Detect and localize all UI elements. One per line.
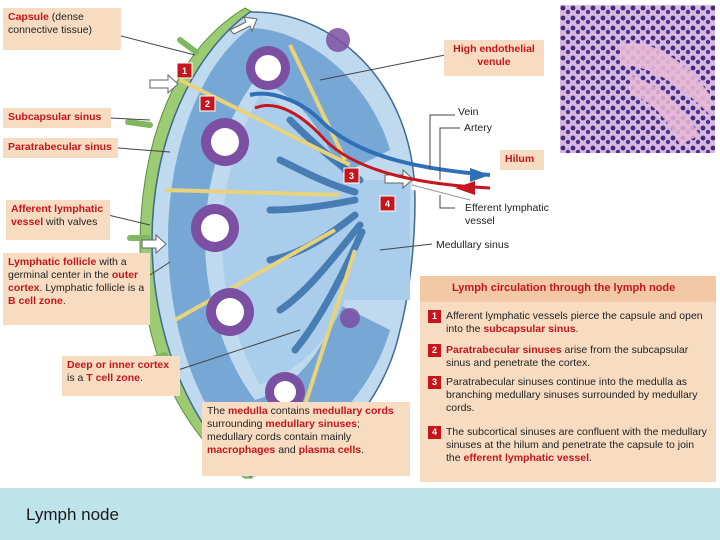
circulation-step: 4 The subcortical sinuses are confluent w… <box>428 426 708 465</box>
label-follicle-text-3: . <box>62 295 66 307</box>
label-hev-text: High endothelial venule <box>453 43 535 68</box>
label-capsule-term: Capsule <box>8 11 49 23</box>
lymph-node-illustration: 1 2 3 4 <box>89 7 491 479</box>
label-deep-text-2: . <box>139 372 143 384</box>
label-capsule: Capsule (dense connective tissue) <box>3 8 121 50</box>
label-efferent-vessel: Efferent lymphatic vessel <box>465 202 549 227</box>
marker-box-2 <box>199 95 216 112</box>
numbered-markers <box>176 62 396 212</box>
step-text-end: . <box>589 452 592 464</box>
trabeculae <box>164 44 357 421</box>
leader-lines <box>89 27 460 371</box>
label-medulla-text-4: ; medullary cords contain mainly <box>207 418 360 443</box>
lymph-node-diagram: 1 2 3 4 Capsule (dense connective tissue… <box>3 5 716 482</box>
label-capsule-desc: (dense connective tissue) <box>8 11 93 36</box>
label-medullary-sinuses: medullary sinuses <box>265 418 357 430</box>
step-term: efferent lymphatic vessel <box>463 452 589 464</box>
label-hilum-text: Hilum <box>505 153 535 165</box>
circulation-title: Lymph circulation through the lymph node <box>420 276 716 302</box>
step-number: 4 <box>428 426 441 439</box>
label-afferent-vessel-word: vessel <box>11 216 44 228</box>
label-subcapsular-sinus: Subcapsular sinus <box>3 108 111 128</box>
label-hilum: Hilum <box>500 150 544 170</box>
marker-4: 4 <box>385 199 390 209</box>
label-vein: Vein <box>458 106 479 118</box>
marker-2: 2 <box>205 99 210 109</box>
micrograph-image <box>560 5 715 153</box>
label-follicle-b-cell: B cell zone <box>8 295 63 307</box>
flow-arrows <box>141 16 414 430</box>
label-afferent-term: Afferent lymphatic <box>11 203 104 215</box>
label-deep-cortex: Deep or inner cortex is a T cell zone. <box>62 356 180 396</box>
circulation-step: 1 Afferent lymphatic vessels pierce the c… <box>428 310 708 336</box>
label-medulla: The medulla contains medullary cords sur… <box>202 402 410 476</box>
label-medullary-cords: medullary cords <box>312 405 394 417</box>
label-deep-text-1: is a <box>67 372 87 384</box>
label-medulla-term: medulla <box>228 405 268 417</box>
step-text-end: . <box>575 323 579 335</box>
label-medulla-text-3: surrounding <box>207 418 266 430</box>
histology-micrograph <box>560 5 715 153</box>
marker-box-1 <box>176 62 193 79</box>
label-follicle-text-1: with a germinal center in the <box>8 256 127 281</box>
vein-arrow <box>470 168 490 182</box>
circulation-step: 3 Paratrabecular sinuses continue into th… <box>428 376 708 415</box>
step-number: 2 <box>428 344 441 357</box>
efferent-vessel-edge <box>411 184 471 201</box>
label-follicle-text-2: . Lymphatic follicle is a <box>39 282 145 294</box>
step-text-end: arise from the subcapsular sinus and pen… <box>446 344 689 369</box>
marker-box-4 <box>379 195 396 212</box>
step-text: Paratrabecular sinuses continue into the… <box>446 376 698 414</box>
label-follicle-outer-cortex: outer cortex <box>8 269 139 294</box>
step-term: subcapsular sinus <box>483 323 576 335</box>
step-text: Afferent lymphatic vessels pierce the ca… <box>446 310 703 335</box>
label-plasma-cells: plasma cells <box>298 444 362 456</box>
step-text: The subcortical sinuses are confluent wi… <box>446 426 707 464</box>
step-number: 1 <box>428 310 441 323</box>
label-paratrabecular-sinus: Paratrabecular sinus <box>3 138 118 158</box>
artery <box>254 104 491 190</box>
label-artery: Artery <box>464 122 493 134</box>
label-paratrabecular-sinus-text: Paratrabecular sinus <box>8 141 112 153</box>
step-number: 3 <box>428 376 441 389</box>
label-afferent-valves: with valves <box>43 216 98 228</box>
label-subcapsular-sinus-text: Subcapsular sinus <box>8 111 102 123</box>
label-macrophages: macrophages <box>207 444 276 456</box>
label-medulla-text-5: and <box>275 444 299 456</box>
caption-bar: Lymph node <box>0 488 720 540</box>
vein <box>249 91 491 177</box>
label-deep-t-cell: T cell zone <box>86 372 140 384</box>
lymph-circulation-panel: Lymph circulation through the lymph node… <box>420 276 716 482</box>
label-medulla-text-1: The <box>207 405 229 417</box>
marker-1: 1 <box>182 66 187 76</box>
label-hev: High endothelial venule <box>444 40 544 76</box>
circulation-step: 2 Paratrabecular sinuses arise from the s… <box>428 344 708 370</box>
marker-3: 3 <box>349 171 354 181</box>
label-medulla-text-2: contains <box>267 405 313 417</box>
label-follicle-term: Lymphatic follicle <box>8 256 97 268</box>
label-medullary-sinus: Medullary sinus <box>436 239 509 251</box>
artery-arrow <box>455 181 475 195</box>
caption-text: Lymph node <box>26 505 119 524</box>
step-term: Paratrabecular sinuses <box>446 344 562 356</box>
marker-box-3 <box>343 167 360 184</box>
label-deep-term: Deep or inner cortex <box>67 359 170 371</box>
label-lymphatic-follicle: Lymphatic follicle with a germinal cente… <box>3 253 150 325</box>
label-medulla-text-6: . <box>361 444 365 456</box>
lymphatic-follicles <box>191 28 360 412</box>
